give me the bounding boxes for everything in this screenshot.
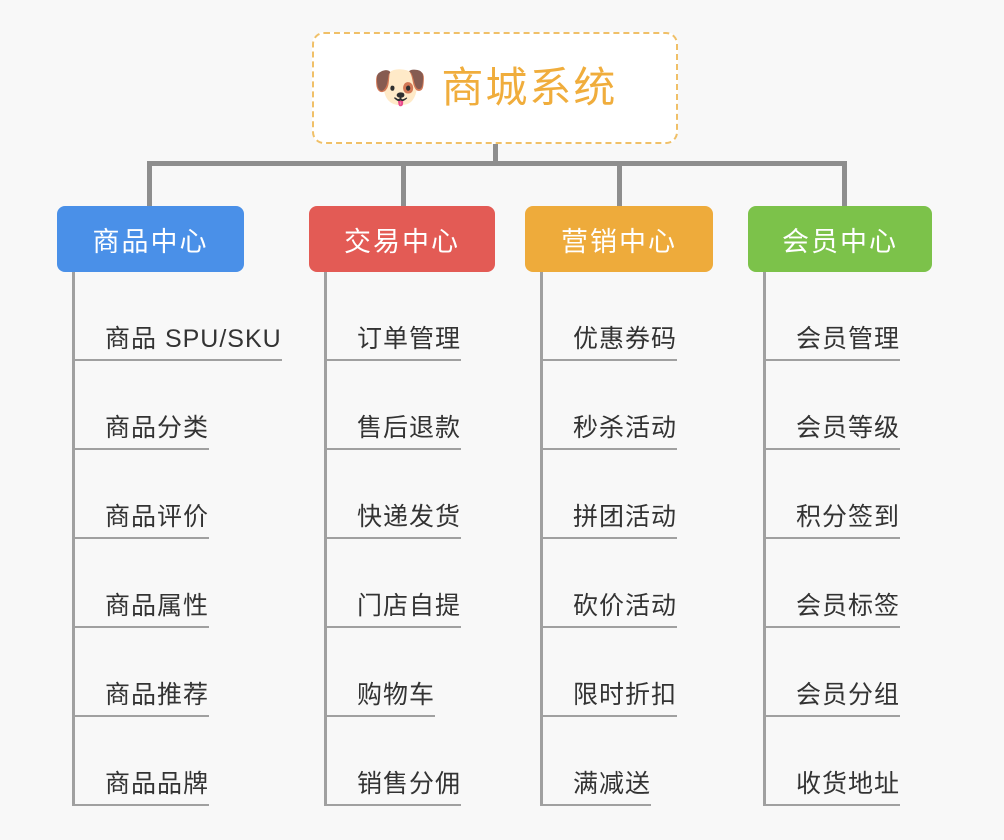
leaf-label: 限时折扣 (573, 680, 678, 709)
leaf-label: 商品分类 (105, 413, 210, 442)
leaf-trunk-line (763, 272, 766, 806)
leaf-trunk-line (72, 272, 75, 806)
leaf-item[interactable]: 收货地址 (748, 717, 932, 806)
connector-drop-member-center (842, 161, 847, 208)
branch-product-center: 商品中心 商品 SPU/SKU 商品分类 商品评价 商品属性 商品推荐 商品品牌 (57, 206, 282, 806)
leaf-label: 会员管理 (796, 324, 901, 353)
leaf-item[interactable]: 购物车 (309, 628, 495, 717)
root-node[interactable]: 🐶 商城系统 (312, 32, 678, 144)
leaf-label: 秒杀活动 (573, 413, 678, 442)
leaf-item[interactable]: 商品分类 (57, 361, 282, 450)
leaf-item[interactable]: 订单管理 (309, 272, 495, 361)
root-title: 商城系统 (441, 63, 618, 111)
leaf-item[interactable]: 满减送 (525, 717, 713, 806)
leaf-item[interactable]: 拼团活动 (525, 450, 713, 539)
leaf-item[interactable]: 商品 SPU/SKU (57, 272, 282, 361)
leaf-label: 商品 SPU/SKU (105, 324, 282, 353)
branch-trade-center: 交易中心 订单管理 售后退款 快递发货 门店自提 购物车 销售分佣 (309, 206, 495, 806)
leaf-list-trade-center: 订单管理 售后退款 快递发货 门店自提 购物车 销售分佣 (309, 272, 495, 806)
leaf-label: 拼团活动 (573, 502, 678, 531)
connector-drop-trade-center (401, 161, 406, 208)
leaf-label: 会员等级 (796, 413, 901, 442)
leaf-label: 收货地址 (796, 769, 901, 798)
leaf-item[interactable]: 限时折扣 (525, 628, 713, 717)
category-box-trade-center[interactable]: 交易中心 (309, 206, 495, 272)
leaf-label: 会员标签 (796, 591, 901, 620)
leaf-label: 商品属性 (105, 591, 210, 620)
leaf-label: 满减送 (573, 769, 652, 798)
leaf-label: 积分签到 (796, 502, 901, 531)
leaf-label: 销售分佣 (357, 769, 462, 798)
connector-horizontal-bus (147, 161, 847, 166)
leaf-item[interactable]: 快递发货 (309, 450, 495, 539)
leaf-item[interactable]: 会员等级 (748, 361, 932, 450)
leaf-item[interactable]: 商品属性 (57, 539, 282, 628)
leaf-item[interactable]: 砍价活动 (525, 539, 713, 628)
connector-root-stem (493, 144, 498, 166)
leaf-label: 订单管理 (357, 324, 462, 353)
leaf-item[interactable]: 秒杀活动 (525, 361, 713, 450)
leaf-item[interactable]: 售后退款 (309, 361, 495, 450)
leaf-label: 快递发货 (357, 502, 462, 531)
leaf-trunk-line (540, 272, 543, 806)
leaf-item[interactable]: 门店自提 (309, 539, 495, 628)
connector-drop-marketing-center (617, 161, 622, 208)
leaf-list-marketing-center: 优惠券码 秒杀活动 拼团活动 砍价活动 限时折扣 满减送 (525, 272, 713, 806)
category-box-member-center[interactable]: 会员中心 (748, 206, 932, 272)
leaf-item[interactable]: 商品品牌 (57, 717, 282, 806)
leaf-list-member-center: 会员管理 会员等级 积分签到 会员标签 会员分组 收货地址 (748, 272, 932, 806)
dog-face-icon: 🐶 (372, 63, 428, 112)
leaf-label: 砍价活动 (573, 591, 678, 620)
category-label: 商品中心 (92, 226, 209, 257)
leaf-label: 商品品牌 (105, 769, 210, 798)
leaf-trunk-line (324, 272, 327, 806)
leaf-item[interactable]: 优惠券码 (525, 272, 713, 361)
leaf-item[interactable]: 积分签到 (748, 450, 932, 539)
leaf-label: 商品评价 (105, 502, 210, 531)
connector-drop-product-center (147, 161, 152, 208)
category-box-product-center[interactable]: 商品中心 (57, 206, 244, 272)
leaf-item[interactable]: 商品推荐 (57, 628, 282, 717)
leaf-label: 门店自提 (357, 591, 462, 620)
leaf-label: 售后退款 (357, 413, 462, 442)
category-box-marketing-center[interactable]: 营销中心 (525, 206, 713, 272)
leaf-label: 购物车 (357, 680, 436, 709)
leaf-item[interactable]: 会员分组 (748, 628, 932, 717)
leaf-item[interactable]: 销售分佣 (309, 717, 495, 806)
branch-member-center: 会员中心 会员管理 会员等级 积分签到 会员标签 会员分组 收货地址 (748, 206, 932, 806)
leaf-item[interactable]: 商品评价 (57, 450, 282, 539)
leaf-item[interactable]: 会员标签 (748, 539, 932, 628)
leaf-list-product-center: 商品 SPU/SKU 商品分类 商品评价 商品属性 商品推荐 商品品牌 (57, 272, 282, 806)
category-label: 营销中心 (561, 226, 677, 257)
leaf-label: 优惠券码 (573, 324, 678, 353)
category-label: 会员中心 (782, 226, 898, 257)
branch-marketing-center: 营销中心 优惠券码 秒杀活动 拼团活动 砍价活动 限时折扣 满减送 (525, 206, 713, 806)
leaf-label: 会员分组 (796, 680, 901, 709)
leaf-label: 商品推荐 (105, 680, 210, 709)
leaf-item[interactable]: 会员管理 (748, 272, 932, 361)
category-label: 交易中心 (344, 226, 460, 257)
